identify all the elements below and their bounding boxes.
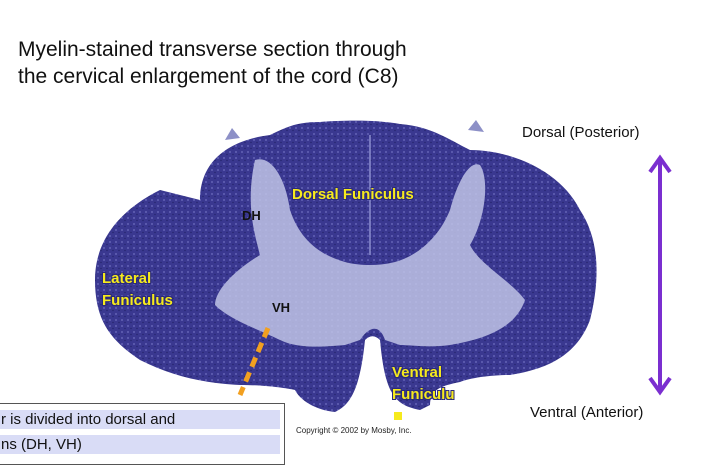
caption-box: r is divided into dorsal and ns (DH, VH) <box>0 403 285 465</box>
ventral-funiculus-label-line2: Funiculu <box>392 386 455 403</box>
lateral-funiculus-label-line1: Lateral <box>102 270 152 287</box>
slide-title: Myelin-stained transverse section throug… <box>18 38 407 88</box>
ventral-horn-label: VH <box>272 300 291 315</box>
spinal-cord-section-image <box>95 120 597 420</box>
dorsal-funiculus-label: Dorsal Funiculus <box>292 186 414 203</box>
copyright-notice: Copyright © 2002 by Mosby, Inc. <box>296 426 412 435</box>
dorsal-horn-label: DH <box>242 208 261 223</box>
ventral-anterior-label: Ventral (Anterior) <box>530 404 644 421</box>
gray-matter-shape <box>215 159 525 347</box>
ventral-funiculus-label-line1: Ventral <box>392 364 443 381</box>
dorsal-posterior-label: Dorsal (Posterior) <box>522 124 640 141</box>
caption-line-2: ns (DH, VH) <box>0 435 280 454</box>
lateral-funiculus-label-line2: Funiculus <box>102 292 173 309</box>
caption-line-1: r is divided into dorsal and <box>0 410 280 429</box>
double-arrow-icon <box>648 154 672 396</box>
